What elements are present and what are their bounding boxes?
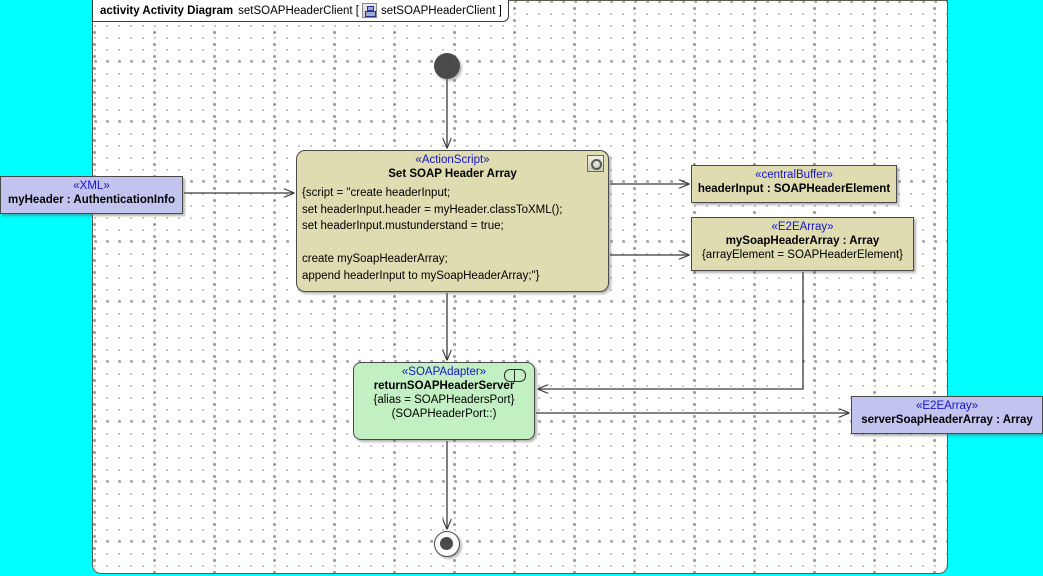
node-action-stereotype: «ActionScript» xyxy=(415,154,490,166)
script-gear-icon xyxy=(587,155,604,172)
node-soap-property-alias: {alias = SOAPHeadersPort} xyxy=(373,394,515,406)
node-e2earray-mysoapheaderarray[interactable]: «E2EArray» mySoapHeaderArray : Array {ar… xyxy=(691,217,914,271)
diagram-name-label: setSOAPHeaderClient [ xyxy=(238,4,359,17)
final-node[interactable] xyxy=(434,531,460,557)
node-array-stereotype: «E2EArray» xyxy=(771,221,834,233)
node-soapadapter-returnsoapheaderserver[interactable]: «SOAPAdapter» returnSOAPHeaderServer {al… xyxy=(353,362,535,440)
frame-top-border xyxy=(92,0,948,1)
diagram-qualified-label: setSOAPHeaderClient ] xyxy=(380,4,502,17)
node-array-name: mySoapHeaderArray : Array xyxy=(725,235,880,247)
node-array-property: {arrayElement = SOAPHeaderElement} xyxy=(701,249,904,261)
node-soap-property-port: (SOAPHeaderPort::) xyxy=(391,408,497,420)
node-central-buffer-headerinput[interactable]: «centralBuffer» headerInput : SOAPHeader… xyxy=(691,165,897,203)
node-buffer-name: headerInput : SOAPHeaderElement xyxy=(697,183,891,195)
node-action-set-soap-header-array[interactable]: «ActionScript» Set SOAP Header Array {sc… xyxy=(296,150,609,292)
node-xml-stereotype: «XML» xyxy=(73,180,110,192)
node-buffer-stereotype: «centralBuffer» xyxy=(755,169,833,181)
node-e2earray-serversoapheaderarray[interactable]: «E2EArray» serverSoapHeaderArray : Array xyxy=(851,396,1043,434)
port-icon xyxy=(504,369,526,382)
diagram-kind-label: activity Activity Diagram xyxy=(100,4,234,17)
node-server-array-name: serverSoapHeaderArray : Array xyxy=(861,414,1033,426)
node-xml-myheader[interactable]: «XML» myHeader : AuthenticationInfo xyxy=(0,176,183,214)
activity-diagram-icon xyxy=(361,3,377,18)
initial-node[interactable] xyxy=(434,53,460,79)
node-action-script: {script = "create headerInput; set heade… xyxy=(302,187,563,282)
node-action-name: Set SOAP Header Array xyxy=(388,168,517,180)
node-server-array-stereotype: «E2EArray» xyxy=(915,400,978,412)
diagram-title-tab[interactable]: activity Activity Diagram setSOAPHeaderC… xyxy=(92,0,509,22)
node-xml-name: myHeader : AuthenticationInfo xyxy=(8,194,175,206)
